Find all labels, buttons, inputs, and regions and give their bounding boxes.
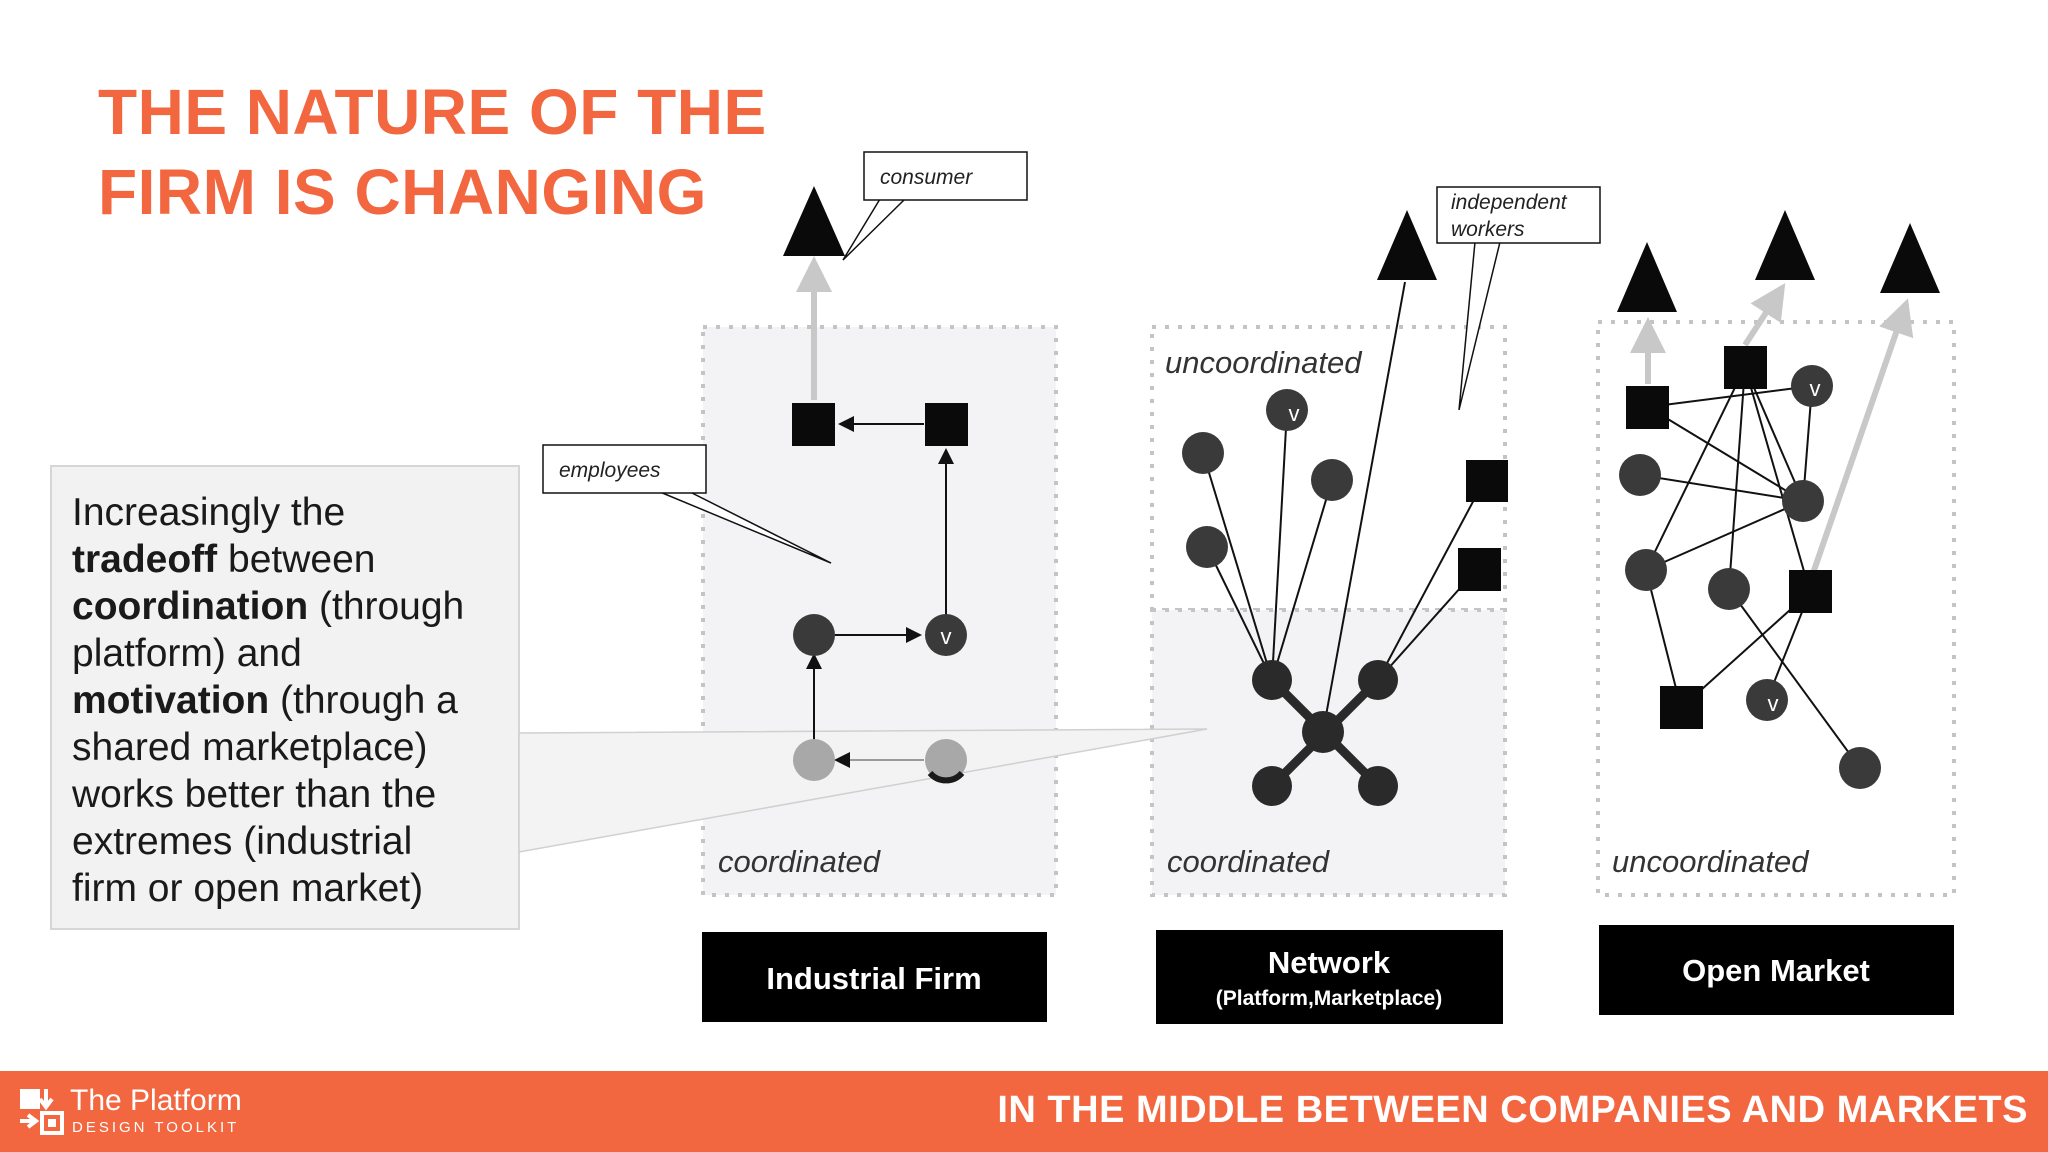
network-worker-node (1182, 432, 1224, 474)
network-link (1271, 479, 1333, 681)
consumer-label: consumer (880, 166, 973, 189)
network-worker-square (1466, 460, 1508, 502)
network-worker-node (1311, 459, 1353, 501)
callout-pointer (518, 728, 1208, 853)
network-uncoordinated-label: uncoordinated (1165, 345, 1363, 380)
market-circle-node (1625, 549, 1667, 591)
market-consumer-triangle-icon (1617, 242, 1677, 312)
network-worker-square (1458, 548, 1501, 591)
market-circle-node-v (1791, 365, 1833, 407)
callout-text: works better than the (72, 773, 437, 816)
firm-comparison-diagram: v consumer employees coordinated v indep… (518, 151, 1956, 1024)
node-letter-v: v (941, 624, 952, 649)
firm-square-node (792, 403, 835, 446)
market-circle-node (1708, 568, 1750, 610)
market-arrow (1742, 282, 1786, 347)
open-market-label-box (1599, 925, 1954, 1015)
callout-text: between (217, 538, 376, 581)
node-letter-v: v (1289, 401, 1300, 426)
firm-faded-node (925, 739, 967, 781)
firm-node-shadow (927, 770, 965, 784)
network-link (1271, 409, 1288, 681)
network-worker-arrow (1322, 281, 1406, 733)
market-uncoordinated-label: uncoordinated (1612, 844, 1810, 879)
page-title: THE NATURE OF THE FIRM IS CHANGING (98, 72, 767, 232)
platform-logo-icon (20, 1089, 64, 1135)
callout-emphasis: motivation (72, 679, 270, 722)
network-label: Network (1268, 945, 1391, 980)
market-consumer-triangle-icon (1880, 223, 1940, 293)
node-letter-v: v (1768, 691, 1779, 716)
market-circle-node (1782, 480, 1824, 522)
consumer-triangle-icon (783, 186, 845, 256)
callout-text: shared marketplace) (72, 726, 428, 769)
market-circle-node-v (1746, 679, 1788, 721)
consumer-bubble-tail (842, 198, 907, 261)
market-square-node (1660, 686, 1703, 729)
employees-bubble (542, 444, 707, 494)
network-sublabel: (Platform,Marketplace) (1216, 987, 1442, 1010)
network-link (1202, 452, 1273, 681)
network-link (1377, 480, 1485, 681)
page-title-line-1: THE NATURE OF THE (98, 76, 767, 148)
network-worker-node-v (1266, 389, 1308, 431)
firm-square-node (925, 403, 968, 446)
independent-bubble (1436, 186, 1601, 244)
network-link (1206, 546, 1273, 681)
market-square-node (1724, 346, 1767, 389)
firm-faded-node (793, 739, 835, 781)
network-coordinated-zone (1150, 608, 1507, 897)
hub-corner-node (1252, 766, 1292, 806)
callout-emphasis: tradeoff (72, 538, 218, 581)
brand-subtitle: DESIGN TOOLKIT (72, 1119, 240, 1136)
firm-circle-node (793, 614, 835, 656)
market-circle-node (1619, 454, 1661, 496)
callout-text: extremes (industrial (72, 820, 413, 863)
industrial-firm-label-box (702, 932, 1047, 1022)
open-market-label: Open Market (1682, 953, 1870, 988)
callout-text: (through (308, 585, 465, 628)
industrial-firm-label: Industrial Firm (766, 961, 981, 996)
market-circle-node (1839, 747, 1881, 789)
hub-corner-node (1252, 660, 1292, 700)
hub-corner-node (1358, 766, 1398, 806)
independent-label-line-2: workers (1451, 218, 1525, 241)
callout-text: firm or open market) (72, 867, 424, 910)
network-worker-node (1186, 526, 1228, 568)
footer-tagline: IN THE MIDDLE BETWEEN COMPANIES AND MARK… (997, 1089, 2028, 1131)
firm-circle-node-v (925, 614, 967, 656)
market-square-node (1626, 386, 1669, 429)
callout-emphasis: coordination (72, 585, 309, 628)
node-letter-v: v (1810, 376, 1821, 401)
page-title-line-2: FIRM IS CHANGING (98, 156, 707, 228)
footer-bar: The Platform DESIGN TOOLKIT IN THE MIDDL… (0, 1071, 2048, 1152)
callout-text: (through a (269, 679, 458, 722)
market-consumer-triangle-icon (1755, 210, 1815, 280)
network-consumer-triangle-icon (1377, 210, 1437, 280)
hub-node (1302, 711, 1344, 753)
hub-corner-node (1358, 660, 1398, 700)
network-label-box (1156, 930, 1503, 1024)
market-arrow (1807, 298, 1914, 583)
market-square-node (1789, 570, 1832, 613)
employees-label: employees (559, 459, 661, 482)
firm-coordinated-label: coordinated (718, 844, 882, 879)
network-coordinated-label: coordinated (1167, 844, 1331, 879)
callout-text: Increasingly the (72, 491, 346, 534)
consumer-bubble (863, 151, 1028, 201)
brand-name: The Platform (70, 1084, 242, 1117)
independent-label-line-1: independent (1451, 191, 1568, 214)
callout-text: platform) and (72, 632, 302, 675)
